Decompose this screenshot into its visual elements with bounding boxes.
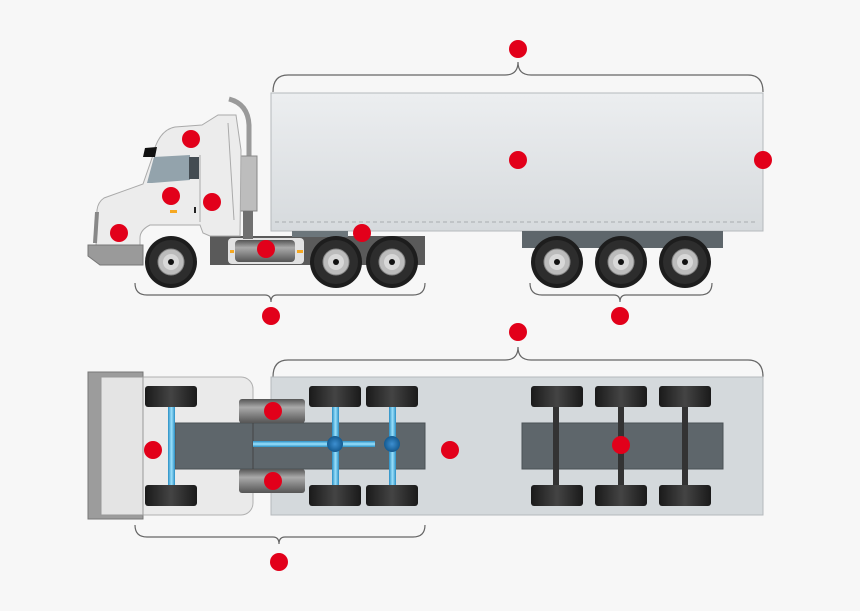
- tractor-bracket-top: [134, 524, 426, 545]
- hotspot-trailer-axles[interactable]: [611, 307, 629, 325]
- hotspot-fifth-wheel[interactable]: [353, 224, 371, 242]
- hotspot-cab-roof[interactable]: [182, 130, 200, 148]
- tractor-bracket: [134, 282, 426, 303]
- side-view: [87, 40, 772, 325]
- front-bumper: [87, 244, 144, 266]
- hotspot-tractor-group[interactable]: [262, 307, 280, 325]
- differential: [384, 436, 400, 452]
- top-view: [87, 323, 764, 571]
- hotspot-tractor-group-top[interactable]: [270, 553, 288, 571]
- trailer-bracket-top: [272, 346, 764, 378]
- trailer-wheel: [594, 235, 648, 289]
- exhaust-stack: [228, 96, 252, 160]
- differential: [327, 436, 343, 452]
- hotspot-fuel-tank-right[interactable]: [264, 472, 282, 490]
- trailer-axle-bracket: [529, 282, 713, 303]
- trailer-wheel: [658, 235, 712, 289]
- hotspot-trailer-group-top[interactable]: [509, 323, 527, 341]
- steer-wheel: [144, 235, 198, 289]
- trailer-wheel: [530, 235, 584, 289]
- hotspot-front-axle[interactable]: [144, 441, 162, 459]
- hotspot-fuel-tank[interactable]: [257, 240, 275, 258]
- hotspot-fuel-tank-left[interactable]: [264, 402, 282, 420]
- hotspot-trailer-group[interactable]: [509, 40, 527, 58]
- drive-wheel: [309, 235, 363, 289]
- trailer-bracket: [272, 61, 764, 93]
- tires-top: [145, 386, 711, 506]
- hotspot-cab-side[interactable]: [203, 193, 221, 211]
- hotspot-trailer-body[interactable]: [509, 151, 527, 169]
- hotspot-trailer-rear[interactable]: [754, 151, 772, 169]
- hotspot-trailer-floor[interactable]: [441, 441, 459, 459]
- hotspot-engine-hood[interactable]: [110, 224, 128, 242]
- hotspot-cab-door[interactable]: [162, 187, 180, 205]
- hotspot-trailer-chassis[interactable]: [612, 436, 630, 454]
- drive-wheel: [365, 235, 419, 289]
